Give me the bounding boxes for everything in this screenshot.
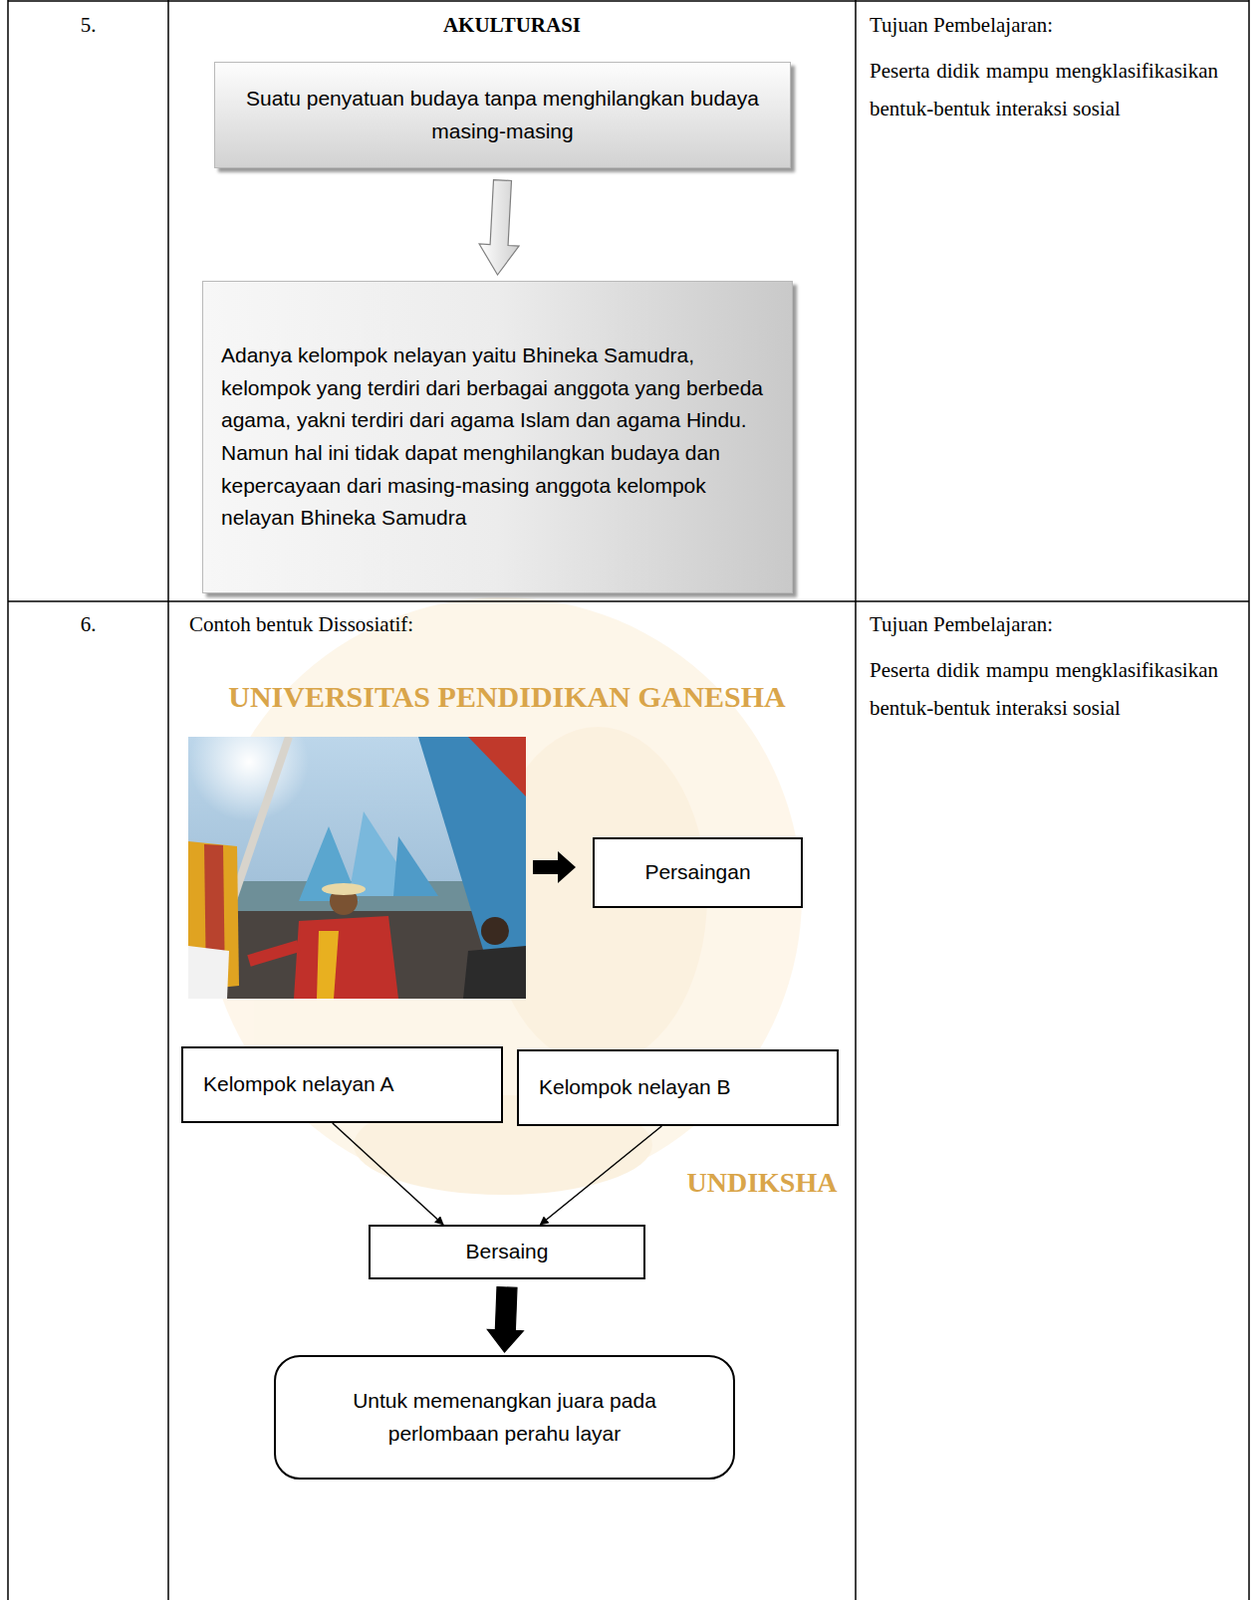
box-text: Bersaing [380, 1236, 634, 1269]
box-text: Adanya kelompok nelayan yaitu Bhineka Sa… [221, 339, 770, 534]
connector-arrow [539, 1126, 662, 1226]
watermark: UNDIKSHA [677, 1165, 847, 1202]
objective-text: Peserta didik mampu mengklasifikasikan b… [869, 51, 1219, 128]
example-heading: Contoh bentuk Dissosiatif: [189, 611, 787, 639]
section-heading: AKULTURASI [168, 11, 856, 39]
right-arrow [532, 851, 576, 884]
example-box: Adanya kelompok nelayan yaitu Bhineka Sa… [202, 280, 793, 594]
objective-text: Peserta didik mampu mengklasifikasikan b… [869, 651, 1219, 728]
box-text: Persaingan [604, 856, 791, 890]
row-number: 6. [7, 611, 169, 639]
objective-heading: Tujuan Pembelajaran: [869, 11, 1229, 39]
result-box: Persaingan [592, 837, 803, 909]
group-box: Kelompok nelayan B [516, 1049, 839, 1127]
group-box: Kelompok nelayan A [181, 1046, 503, 1124]
objective-heading: Tujuan Pembelajaran: [869, 611, 1229, 639]
block-arrow [487, 1287, 523, 1353]
table-grid [7, 0, 1250, 1600]
goal-box: Untuk memenangkan juara pada perlombaan … [273, 1355, 736, 1481]
definition-box: Suatu penyatuan budaya tanpa menghilangk… [214, 61, 791, 169]
block-arrow [479, 180, 519, 275]
box-text: Kelompok nelayan A [203, 1068, 492, 1102]
box-text: Untuk memenangkan juara pada perlombaan … [295, 1385, 714, 1451]
box-text: Kelompok nelayan B [538, 1071, 827, 1105]
box-text: Suatu penyatuan budaya tanpa menghilangk… [235, 82, 770, 148]
row-number: 5. [7, 11, 169, 39]
connector-arrow [332, 1123, 444, 1226]
boat-race-photo [188, 737, 526, 1000]
watermark: UNIVERSITAS PENDIDIKAN GANESHA [188, 677, 826, 717]
process-box: Bersaing [368, 1225, 646, 1280]
